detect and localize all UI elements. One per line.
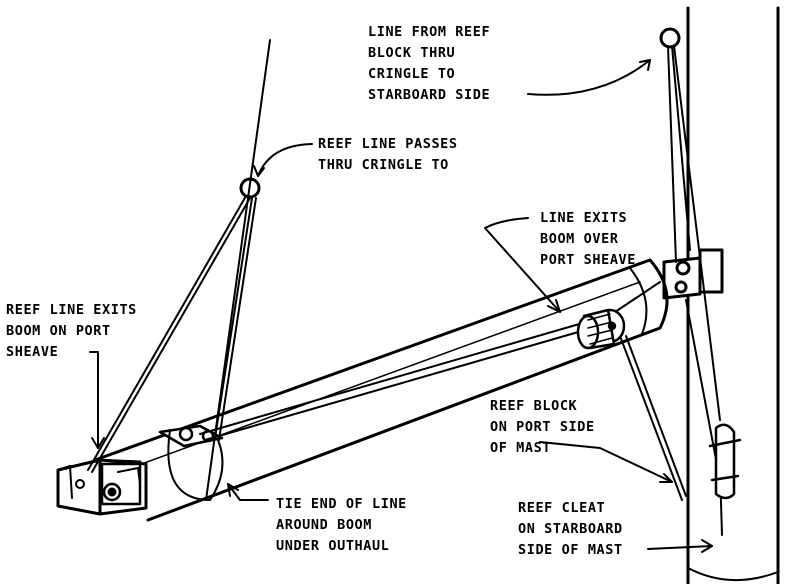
- label-reef-block: REEF BLOCK ON PORT SIDE OF MAST: [490, 398, 603, 456]
- mast: [686, 6, 780, 584]
- reef-block: [576, 308, 626, 350]
- cringle-aft: [239, 177, 261, 199]
- label-cringle-to-starboard: LINE FROM REEF BLOCK THRU CRINGLE TO STA…: [368, 24, 499, 103]
- label-reef-line-exits-boom: REEF LINE EXITS BOOM ON PORT SHEAVE: [6, 302, 146, 360]
- boom-end-fitting: [56, 458, 148, 516]
- label-line-exits-boom: LINE EXITS BOOM OVER PORT SHEAVE: [540, 210, 636, 268]
- arrow-reef-line-exits: [89, 351, 99, 449]
- label-reef-line-passes: REEF LINE PASSES THRU CRINGLE TO: [318, 136, 466, 173]
- label-tie-end: TIE END OF LINE AROUND BOOM UNDER OUTHAU…: [276, 496, 416, 554]
- reef-lines: [87, 45, 723, 536]
- arrow-cringle-to-starboard: [527, 59, 651, 96]
- cringle-forward: [659, 27, 681, 49]
- arrow-reef-line-passes: [257, 143, 313, 177]
- gooseneck-fitting: [662, 248, 724, 300]
- label-reef-cleat: REEF CLEAT ON STARBOARD SIDE OF MAST: [518, 500, 631, 558]
- arrow-tie-end: [227, 483, 269, 501]
- leader-arrows: [89, 59, 713, 553]
- arrow-reef-block: [539, 441, 673, 483]
- arrow-reef-cleat: [647, 545, 713, 550]
- arrow-line-exits-boom: [484, 217, 561, 313]
- reef-cleat: [708, 423, 742, 500]
